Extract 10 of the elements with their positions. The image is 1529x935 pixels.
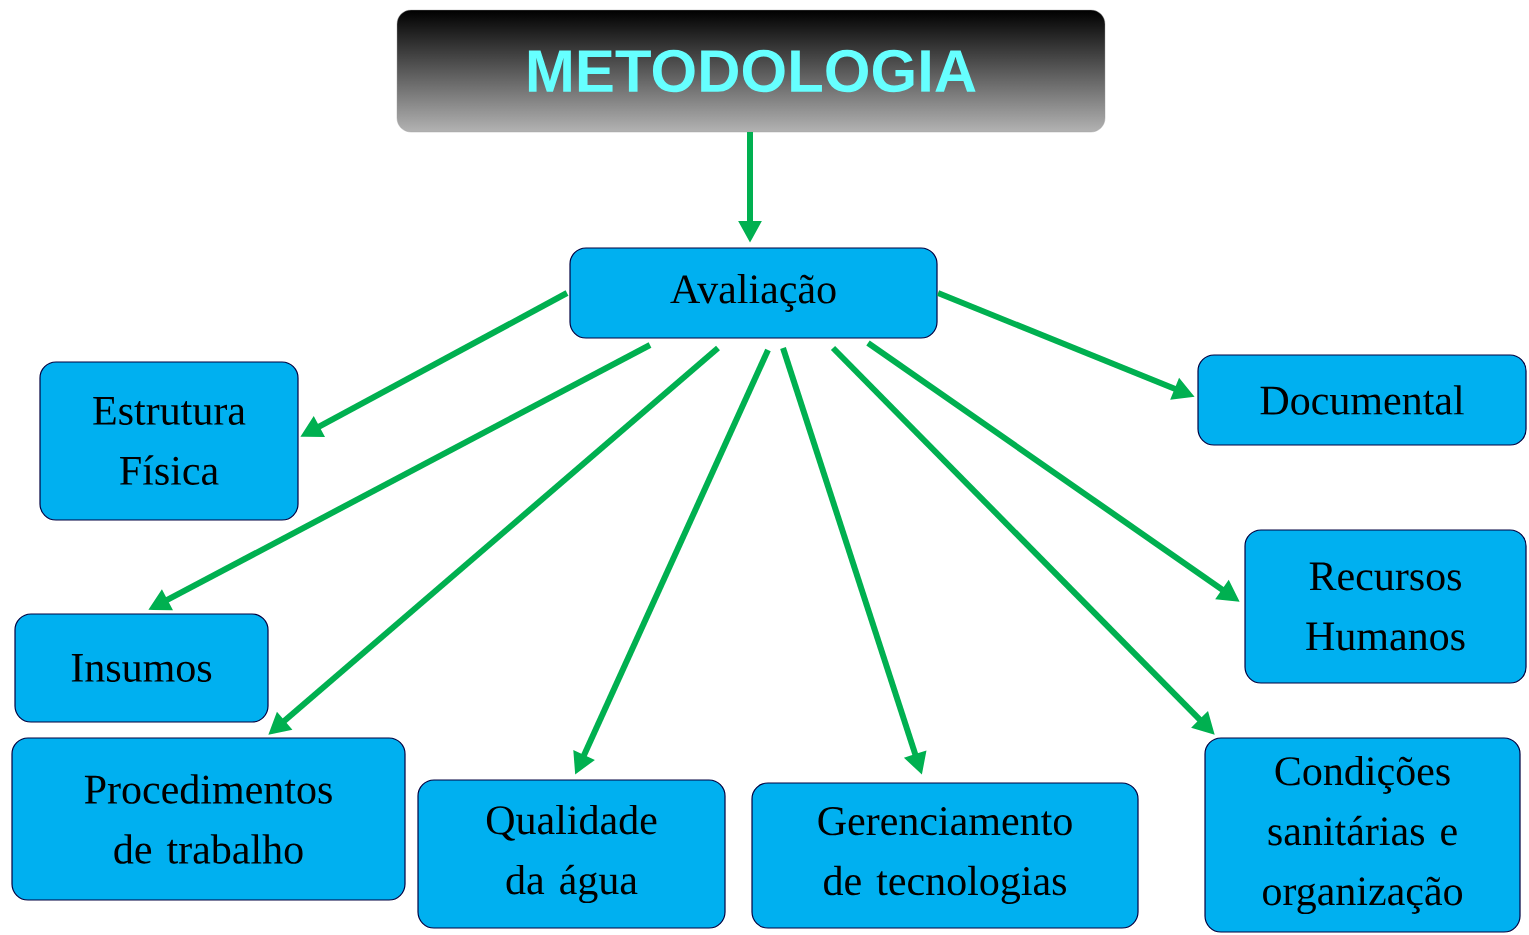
topic-box: Insumos [14, 613, 269, 723]
topic-box: Gerenciamento de tecnologias [751, 782, 1139, 929]
topic-box: Estrutura Física [39, 361, 299, 521]
title-box: METODOLOGIA [396, 9, 1106, 133]
topic-box: Recursos Humanos [1244, 529, 1527, 684]
topic-box: Qualidade da água [417, 779, 726, 929]
topic-box: Procedimentos de trabalho [11, 737, 406, 901]
topic-box: Condições sanitárias e organização [1204, 737, 1521, 933]
topic-box: Documental [1197, 354, 1527, 446]
topic-box: Avaliação [569, 247, 938, 339]
